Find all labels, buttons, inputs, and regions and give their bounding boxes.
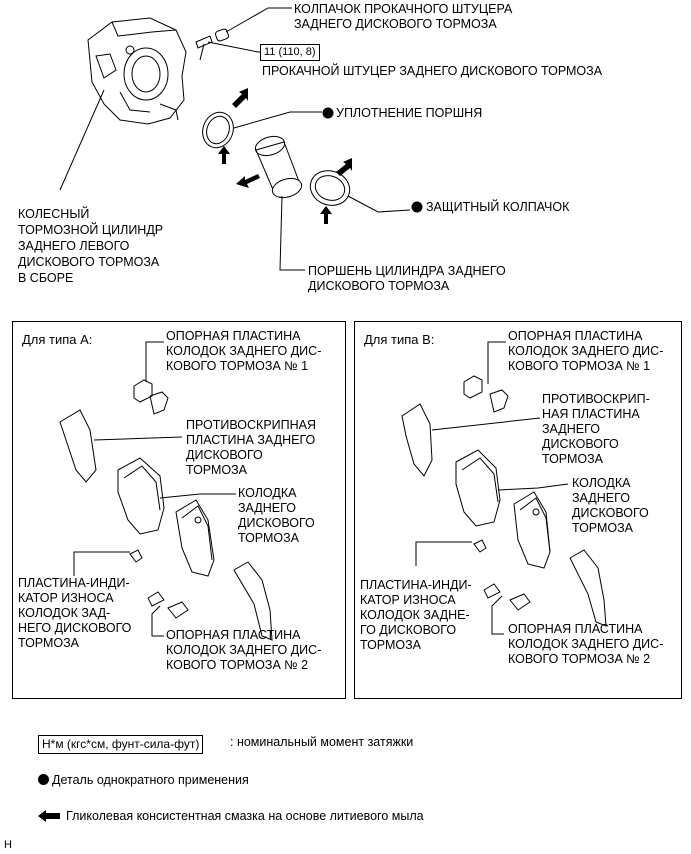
grease-arrow-icon	[236, 174, 260, 188]
legend-torque-desc: : номинальный момент затяжки	[230, 735, 414, 749]
bleeder-cap-label: КОЛПАЧОК ПРОКАЧНОГО ШТУЦЕРА ЗАДНЕГО ДИСК…	[294, 2, 513, 31]
bleeder-drawing	[195, 28, 230, 61]
panel-a-wear-indicator-label: ПЛАСТИНА-ИНДИ- КАТОР ИЗНОСА КОЛОДОК ЗАД-…	[18, 576, 132, 650]
legend-nonreusable-text: Деталь однократного применения	[52, 773, 249, 787]
leader-dust-boot	[347, 195, 411, 213]
bleeder-torque-box: 11 (110, 8)	[260, 44, 320, 61]
panel-b-support-plate-2-label: ОПОРНАЯ ПЛАСТИНА КОЛОДОК ЗАДНЕГО ДИС- КО…	[508, 622, 664, 666]
panel-a-artwork	[59, 341, 273, 641]
leader-piston-seal	[233, 111, 322, 129]
bleeder-plug-label: ПРОКАЧНОЙ ШТУЦЕР ЗАДНЕГО ДИСКОВОГО ТОРМО…	[262, 64, 603, 78]
panel-b-title: Для типа B:	[364, 332, 435, 347]
panel-a-support-plate-1-label: ОПОРНАЯ ПЛАСТИНА КОЛОДОК ЗАДНЕГО ДИС- КО…	[166, 329, 322, 373]
panel-a-title: Для типа A:	[22, 332, 93, 347]
cylinder-assembly-label: КОЛЕСНЫЙ ТОРМОЗНОЙ ЦИЛИНДР ЗАДНЕГО ЛЕВОГ…	[18, 207, 164, 285]
grease-arrow-icon	[232, 88, 248, 108]
panel-a-pad-label: КОЛОДКА ЗАДНЕГО ДИСКОВОГО ТОРМОЗА	[238, 486, 315, 545]
grease-arrow-icon	[336, 158, 352, 176]
footer-mark: H	[4, 839, 12, 851]
panel-b-pad-label: КОЛОДКА ЗАДНЕГО ДИСКОВОГО ТОРМОЗА	[572, 476, 649, 535]
filled-dot-icon	[38, 774, 49, 785]
filled-dot-icon	[322, 107, 334, 119]
caliper-drawing	[87, 17, 187, 125]
panel-b-wear-indicator-label: ПЛАСТИНА-ИНДИ- КАТОР ИЗНОСА КОЛОДОК ЗАДН…	[360, 578, 472, 652]
panel-a-support-plate-2-label: ОПОРНАЯ ПЛАСТИНА КОЛОДОК ЗАДНЕГО ДИС- КО…	[166, 628, 322, 672]
grease-arrow-icon	[38, 810, 60, 822]
piston-seal-label: УПЛОТНЕНИЕ ПОРШНЯ	[336, 106, 483, 120]
panel-a-anti-squeal-label: ПРОТИВОСКРИПНАЯ ПЛАСТИНА ЗАДНЕГО ДИСКОВО…	[186, 418, 317, 477]
panel-b-anti-squeal-label: ПРОТИВОСКРИП- НАЯ ПЛАСТИНА ЗАДНЕГО ДИСКО…	[542, 392, 650, 466]
leader-cylinder	[59, 89, 105, 191]
panel-b-artwork	[401, 341, 607, 635]
legend-torque-box: Н*м (кгс*см, фунт-сила-фут)	[38, 735, 204, 754]
panel-type-b	[354, 321, 682, 699]
leader-bleeder-plug	[207, 41, 260, 53]
panel-b-support-plate-1-label: ОПОРНАЯ ПЛАСТИНА КОЛОДОК ЗАДНЕГО ДИС- КО…	[508, 329, 664, 373]
grease-arrow-icon	[320, 206, 332, 224]
piston-drawing	[254, 135, 303, 199]
panel-type-a	[12, 321, 346, 699]
piston-label: ПОРШЕНЬ ЦИЛИНДРА ЗАДНЕГО ДИСКОВОГО ТОРМО…	[308, 264, 506, 293]
grease-arrow-icon	[218, 146, 230, 164]
leader-bleeder-cap	[225, 7, 292, 33]
piston-seal-drawing	[202, 111, 234, 149]
filled-dot-icon	[411, 201, 423, 213]
dust-boot-drawing	[309, 170, 351, 206]
leader-piston	[279, 195, 305, 271]
legend-grease-text: Гликолевая консистентная смазка на основ…	[66, 809, 424, 823]
dust-boot-label: ЗАЩИТНЫЙ КОЛПАЧОК	[426, 200, 570, 214]
legend-nonreusable: Деталь однократного применения	[38, 772, 249, 788]
